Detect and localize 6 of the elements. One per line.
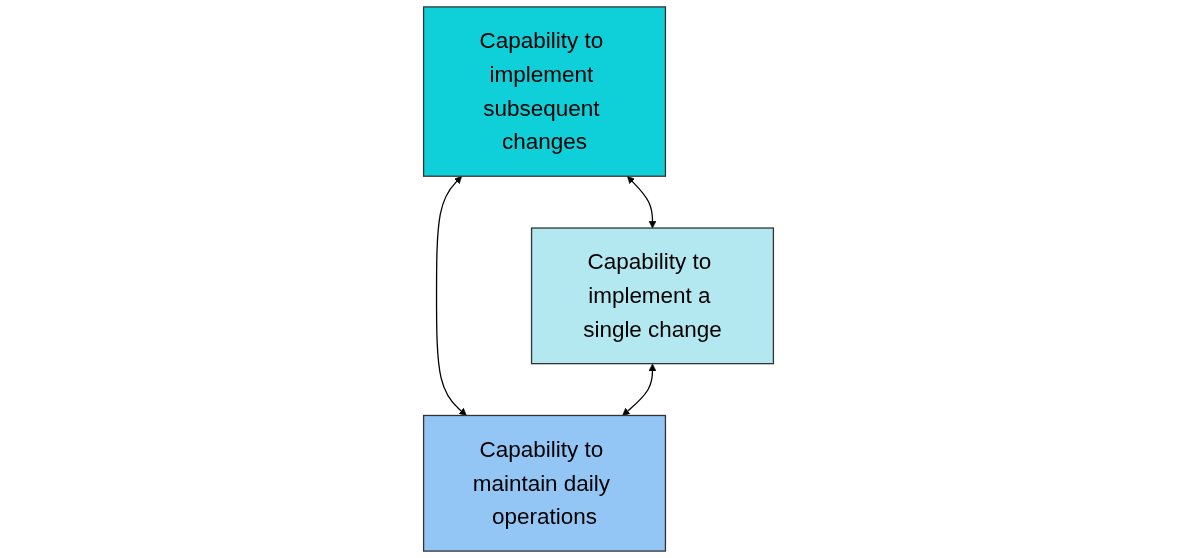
arrow bbox=[622, 363, 657, 416]
arrow bbox=[627, 176, 657, 229]
node-box: Capability to implement subsequent changes bbox=[422, 6, 667, 177]
node-box: Capability to implement a single change bbox=[530, 227, 775, 365]
arrow bbox=[435, 176, 467, 416]
node-box: Capability to maintain daily operations bbox=[422, 414, 667, 552]
